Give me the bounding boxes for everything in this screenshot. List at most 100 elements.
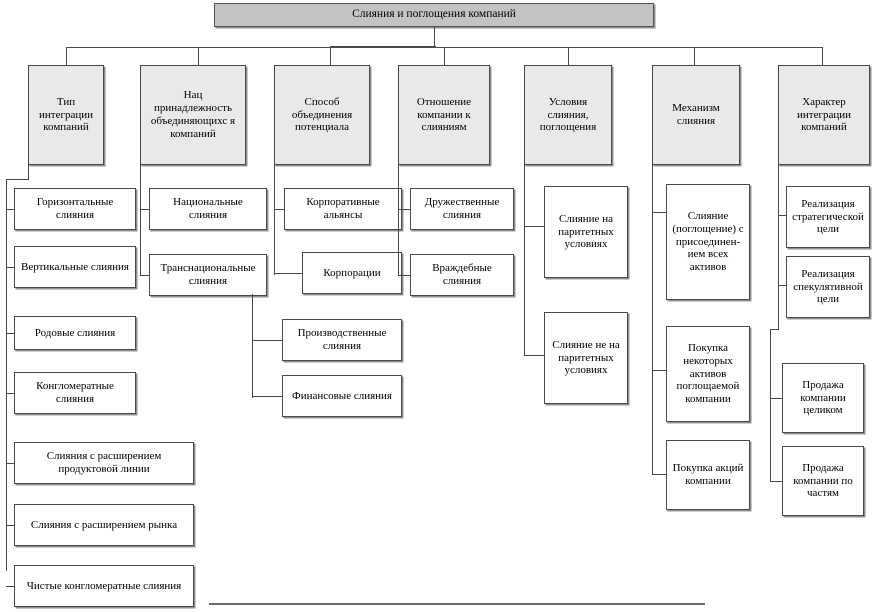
item-label-c6c: Покупка акций компании: [672, 462, 744, 487]
item-label-c3b: Корпорации: [323, 266, 381, 279]
item-box-strategic-goal: Реализация стратегической цели: [786, 186, 870, 248]
item-box-non-parity-merger: Слияние не на паритетных условиях: [544, 312, 628, 404]
spine-stub-7d: [770, 481, 782, 482]
item-box-share-purchase: Покупка акций компании: [666, 440, 750, 510]
spine-stub-3c: [252, 340, 282, 341]
item-label-c7a: Реализация стратегической цели: [792, 197, 864, 236]
spine-3: [274, 179, 275, 275]
bottom-horizontal-rule: [209, 603, 705, 605]
item-label-c1f: Слияния с расширением рынка: [30, 518, 178, 531]
item-box-production-mergers: Производственные слияния: [282, 319, 402, 361]
spine-drop-6: [652, 165, 653, 179]
subspine-7: [770, 329, 771, 481]
spine-6: [652, 179, 653, 475]
item-label-c4a: Дружественные слияния: [424, 196, 500, 221]
spine-7: [778, 179, 779, 329]
item-box-corporate-alliances: Корпоративные альянсы: [284, 188, 402, 230]
diagram-title-text: Слияния и поглощения компаний: [352, 8, 516, 21]
item-box-sell-company-parts: Продажа компании по частям: [782, 446, 864, 516]
item-box-sell-whole-company: Продажа компании целиком: [782, 363, 864, 433]
category-header-5: Условия слияния, поглощения: [524, 65, 612, 165]
spine-stub-1c: [6, 333, 14, 334]
item-label-c1d: Конгломератные слияния: [36, 380, 114, 405]
category-header-1-label: Тип интеграции компаний: [38, 95, 94, 134]
item-label-c2a: Национальные слияния: [173, 196, 243, 221]
item-box-conglomerate-mergers: Конгломератные слияния: [14, 372, 136, 414]
connector-drop-5: [568, 47, 569, 65]
spine-stub-3b: [274, 273, 302, 274]
item-label-c7b: Реализация спекулятивной цели: [793, 267, 863, 306]
category-header-4: Отношение компании к слияниям: [398, 65, 490, 165]
item-label-c5b: Слияние не на паритетных условиях: [552, 338, 620, 377]
connector-bus-highlight: [330, 46, 436, 48]
spine-3b: [252, 313, 253, 398]
item-box-horizontal-mergers: Горизонтальные слияния: [14, 188, 136, 230]
item-label-c6a: Слияние (поглощение) с присоединен-ием в…: [672, 209, 744, 274]
category-header-1: Тип интеграции компаний: [28, 65, 104, 165]
item-label-c1c: Родовые слияния: [34, 326, 116, 339]
category-header-7-label: Характер интеграции компаний: [796, 95, 852, 134]
item-box-corporations: Корпорации: [302, 252, 402, 294]
item-box-hostile-mergers: Враждебные слияния: [410, 254, 514, 296]
spine-stub-6c: [652, 474, 666, 475]
spine-drop-5: [524, 165, 525, 179]
spine-stub-1a: [6, 209, 14, 210]
spine-stub-2b: [140, 275, 149, 276]
item-box-pure-conglomerate: Чистые конгломератные слияния: [14, 565, 194, 607]
connector-drop-6: [694, 47, 695, 65]
item-label-c4b: Враждебные слияния: [432, 262, 492, 287]
spine-stub-5a: [524, 226, 544, 227]
category-header-4-label: Отношение компании к слияниям: [416, 95, 472, 134]
item-label-c2b: Транснациональные слияния: [160, 262, 256, 287]
spine-stub-3a: [274, 209, 284, 210]
item-label-c5a: Слияние на паритетных условиях: [558, 212, 614, 251]
spine-stub-2a: [140, 209, 149, 210]
item-label-c3c: Производственные слияния: [297, 327, 387, 352]
spine-stub-1b: [6, 267, 14, 268]
connector-drop-3: [330, 47, 331, 65]
item-label-c7d: Продажа компании по частям: [793, 461, 853, 500]
spine-stub-1g: [6, 586, 14, 587]
item-label-c1b: Вертикальные слияния: [21, 260, 129, 273]
item-box-product-line-extension: Слияния с расширением продуктовой линии: [14, 442, 194, 484]
spine-stub-6a: [652, 212, 666, 213]
spine-stub-7a: [778, 215, 786, 216]
item-label-c3d: Финансовые слияния: [292, 389, 392, 402]
item-box-vertical-mergers: Вертикальные слияния: [14, 246, 136, 288]
diagram-title-box: Слияния и поглощения компаний: [214, 3, 654, 27]
item-label-c6b: Покупка некоторых активов поглощаемой ко…: [676, 341, 740, 406]
item-box-speculative-goal: Реализация спекулятивной цели: [786, 256, 870, 318]
spine-drop-7: [778, 165, 779, 179]
spine-1: [6, 179, 7, 571]
category-header-3: Способ объединения потенциала: [274, 65, 370, 165]
item-box-partial-asset-purchase: Покупка некоторых активов поглощаемой ко…: [666, 326, 750, 422]
spine-drop-4: [398, 165, 399, 179]
spine-drop-3: [274, 165, 275, 179]
category-header-7: Характер интеграции компаний: [778, 65, 870, 165]
category-header-6-label: Механизм слияния: [672, 102, 720, 127]
item-box-generic-mergers: Родовые слияния: [14, 316, 136, 350]
spine-stub-4a: [398, 209, 410, 210]
spine-2: [140, 179, 141, 275]
item-box-full-asset-merger: Слияние (поглощение) с присоединен-ием в…: [666, 184, 750, 300]
item-label-c1e: Слияния с расширением продуктовой линии: [46, 450, 162, 475]
item-box-transnational-mergers: Транснациональные слияния: [149, 254, 267, 296]
spine-drop-2: [140, 165, 141, 179]
subspine-7-jog: [770, 329, 779, 330]
spine-stub-5b: [524, 355, 544, 356]
item-box-market-extension: Слияния с расширением рынка: [14, 504, 194, 546]
spine-jog-1: [6, 179, 29, 180]
connector-drop-7: [822, 47, 823, 65]
category-header-5-label: Условия слияния, поглощения: [539, 95, 597, 134]
item-label-c3a: Корпоративные альянсы: [306, 196, 380, 221]
connector-drop-2: [198, 47, 199, 65]
spine-stub-1e: [6, 463, 14, 464]
item-box-friendly-mergers: Дружественные слияния: [410, 188, 514, 230]
spine-stub-3d: [252, 396, 282, 397]
item-box-parity-merger: Слияние на паритетных условиях: [544, 186, 628, 278]
connector-trunk-vertical: [434, 27, 435, 47]
spine-5: [524, 179, 525, 355]
spine-stub-7c: [770, 398, 782, 399]
connector-drop-4: [444, 47, 445, 65]
